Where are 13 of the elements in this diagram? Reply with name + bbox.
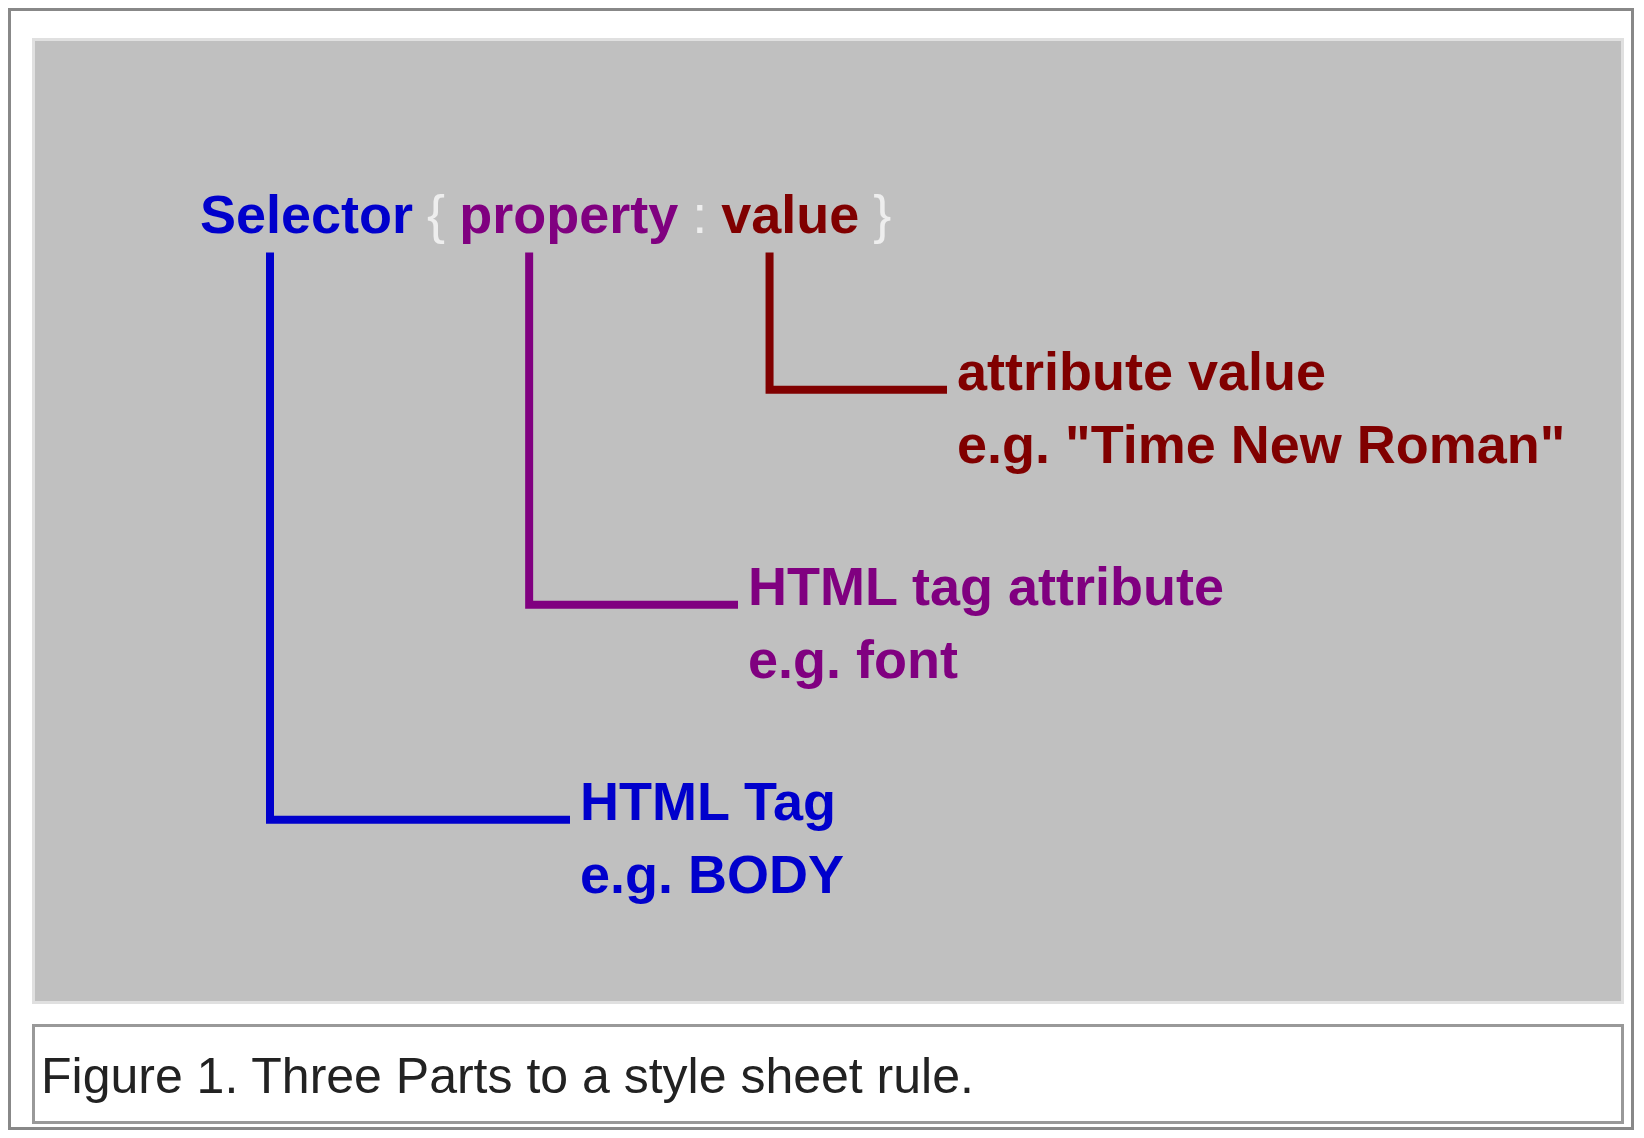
callout-example: e.g. font	[748, 627, 959, 691]
property-text: property	[459, 185, 679, 245]
callout-example: e.g. "Time New Roman"	[957, 412, 1566, 476]
selector-text: Selector	[200, 185, 414, 245]
callout-heading: HTML Tag	[580, 770, 837, 833]
figure-caption: Figure 1. Three Parts to a style sheet rule.	[41, 1047, 974, 1105]
value-text: value	[721, 185, 860, 245]
callout-example: e.g. BODY	[580, 842, 845, 906]
callout-heading: HTML tag attribute	[748, 555, 1224, 618]
brace-text: }	[873, 185, 892, 245]
colon-text: :	[692, 185, 708, 245]
brace-text: {	[427, 185, 446, 245]
callout-heading: attribute value	[957, 340, 1328, 403]
